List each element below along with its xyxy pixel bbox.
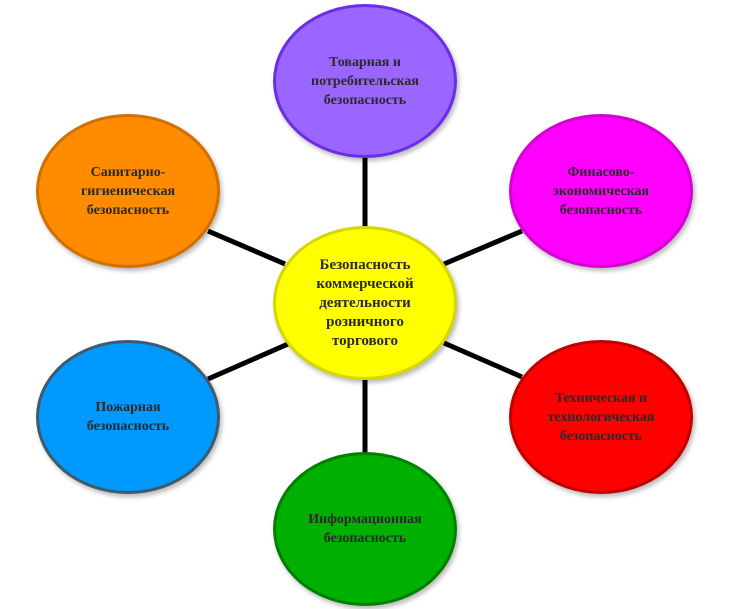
node-lower-right-label: Техническая и технологическая безопаснос… bbox=[547, 390, 655, 444]
node-top-label: Товарная и потребительская безопасность bbox=[311, 54, 419, 108]
node-upper-left: Санитарно- гигиеническая безопасность bbox=[36, 114, 220, 268]
node-bottom-label: Информационная безопасность bbox=[308, 512, 422, 546]
node-bottom: Информационная безопасность bbox=[273, 452, 457, 606]
center-node: Безопасность коммерческой деятельности р… bbox=[273, 226, 457, 380]
node-upper-right: Финасово- экономическая безопасность bbox=[509, 114, 693, 268]
node-lower-right: Техническая и технологическая безопаснос… bbox=[509, 340, 693, 494]
node-top: Товарная и потребительская безопасность bbox=[273, 4, 457, 158]
center-node-label: Безопасность коммерческой деятельности р… bbox=[316, 256, 414, 349]
node-lower-left: Пожарная безопасность bbox=[36, 340, 220, 494]
node-lower-left-label: Пожарная безопасность bbox=[86, 400, 170, 434]
node-upper-left-label: Санитарно- гигиеническая безопасность bbox=[80, 164, 176, 218]
connector-upper-left bbox=[207, 228, 286, 267]
connector-lower-left bbox=[206, 341, 290, 382]
connector-upper-right bbox=[443, 228, 523, 267]
connector-lower-right bbox=[443, 340, 523, 380]
node-upper-right-label: Финасово- экономическая безопасность bbox=[552, 164, 650, 218]
